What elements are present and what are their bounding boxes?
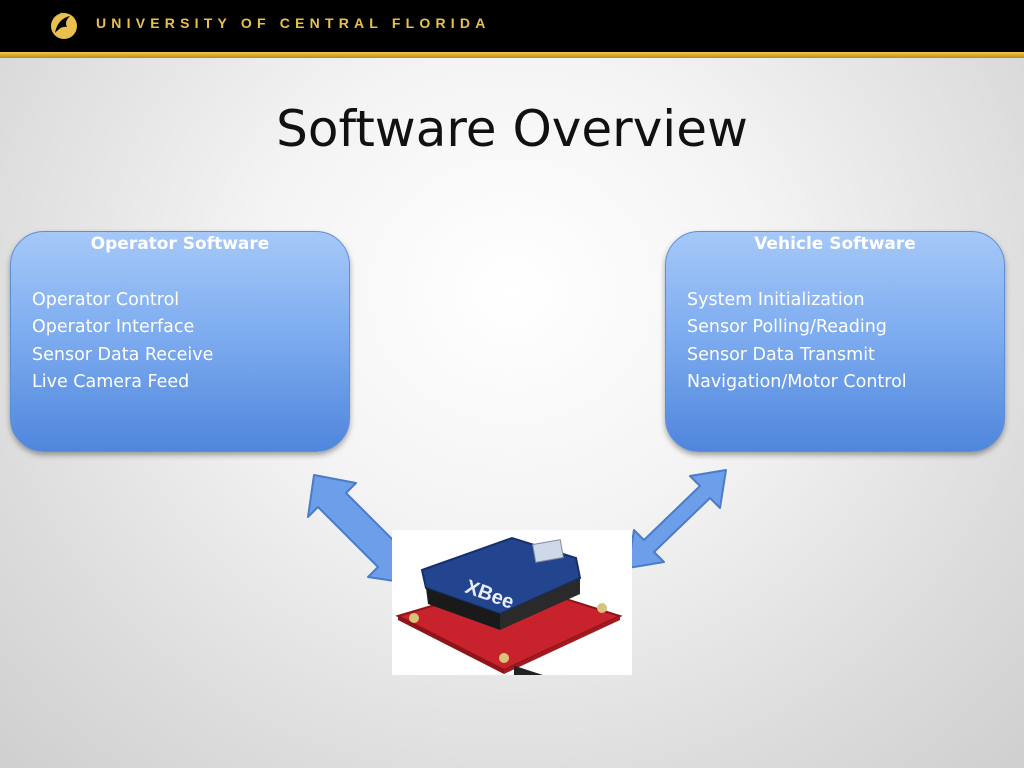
university-name: UNIVERSITY OF CENTRAL FLORIDA [96,15,491,31]
list-item: Navigation/Motor Control [687,371,907,392]
list-item: Live Camera Feed [32,371,190,392]
operator-software-list: Operator Control Operator Interface Sens… [32,287,213,396]
list-item: Operator Control [32,290,180,310]
gold-divider [0,52,1024,58]
list-item: Sensor Data Transmit [687,344,875,365]
list-item: System Initialization [687,290,865,310]
header-bar: UNIVERSITY OF CENTRAL FLORIDA [0,0,1024,52]
xbee-module-image: XBee [392,530,632,703]
pegasus-logo-icon [51,12,77,39]
vehicle-software-title: Vehicle Software [754,234,916,254]
list-item: Operator Interface [32,317,195,338]
operator-software-box: Operator Software Operator Control Opera… [10,231,350,452]
vehicle-software-box: Vehicle Software System Initialization S… [665,231,1005,452]
list-item: Sensor Polling/Reading [687,317,887,338]
slide-title: Software Overview [276,100,748,158]
list-item: Sensor Data Receive [32,344,214,365]
vehicle-software-list: System Initialization Sensor Polling/Rea… [687,287,907,396]
operator-software-title: Operator Software [90,234,270,254]
right-double-arrow-icon [627,469,727,569]
